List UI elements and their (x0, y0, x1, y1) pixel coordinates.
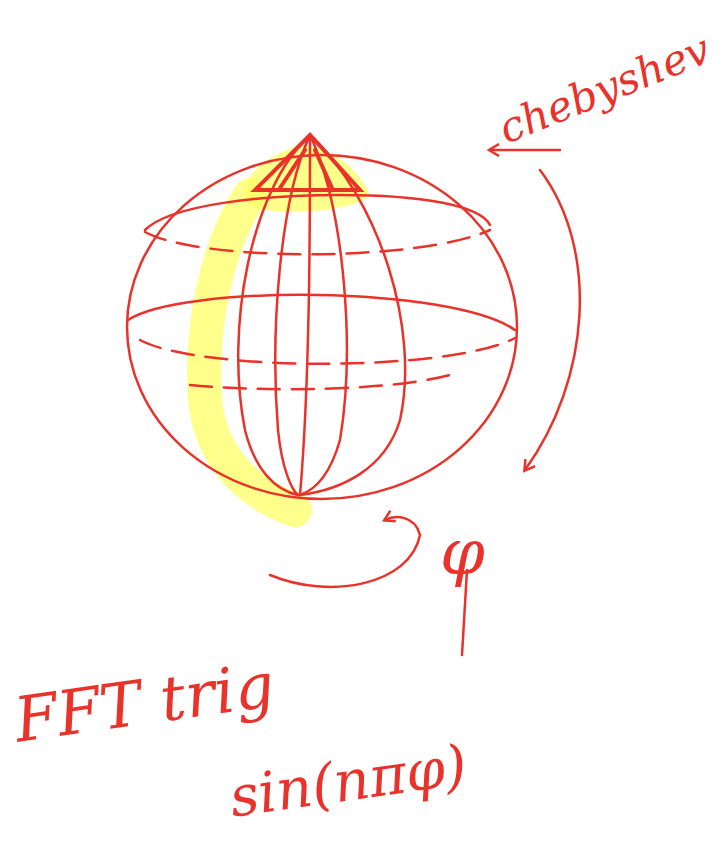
formula-note: sin(nπφ) (226, 737, 470, 826)
method-note: FFT trig (11, 654, 278, 752)
axis-label: chebyshev (493, 28, 716, 151)
angle-symbol: φ (440, 520, 485, 584)
